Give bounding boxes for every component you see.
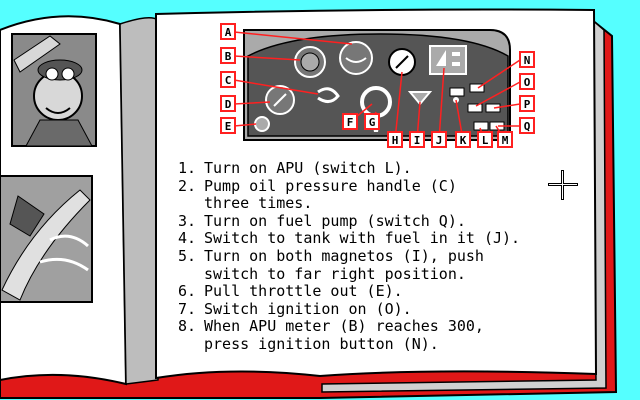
step-text: Switch ignition on (O). xyxy=(204,299,412,318)
callout-label-n: N xyxy=(519,51,535,68)
page-edges xyxy=(321,16,607,393)
step-number: 1. xyxy=(178,159,197,177)
instruction-step: 1. Turn on APU (switch L). xyxy=(178,159,558,178)
svg-text:L: L xyxy=(482,134,489,147)
callout-label-b: B xyxy=(220,47,236,64)
callout-label-c: C xyxy=(220,71,236,88)
step-number: 2. xyxy=(178,176,197,195)
svg-text:A: A xyxy=(225,26,232,39)
callout-label-d: D xyxy=(220,95,236,112)
step-text: Turn on APU (switch L). xyxy=(204,159,412,177)
callout-label-l: L xyxy=(477,131,493,148)
callout-label-q: Q xyxy=(519,117,535,134)
callout-label-p: P xyxy=(519,95,535,112)
svg-text:C: C xyxy=(225,74,232,87)
svg-text:G: G xyxy=(369,116,376,129)
instruction-step: 4. Switch to tank with fuel in it (J). xyxy=(178,230,558,248)
instruction-step: 6. Pull throttle out (E). xyxy=(178,283,558,301)
step-number: 6. xyxy=(178,282,197,301)
svg-text:P: P xyxy=(524,98,531,111)
step-text: When APU meter (B) reaches 300, press ig… xyxy=(204,317,484,353)
callout-label-f: F xyxy=(342,113,358,130)
svg-text:H: H xyxy=(392,134,399,147)
gutter-shadow xyxy=(119,17,159,385)
step-number: 4. xyxy=(178,229,197,248)
callout-label-e: E xyxy=(220,117,236,134)
instruction-step: 5. Turn on both magnetos (I), push switch… xyxy=(178,246,558,283)
svg-text:N: N xyxy=(524,54,531,67)
instruction-step: 2. Pump oil pressure handle (C) three tim… xyxy=(178,176,558,213)
cockpit-panel-diagram xyxy=(243,29,511,141)
instruction-step: 3. Turn on fuel pump (switch Q). xyxy=(178,211,558,231)
step-text: Turn on fuel pump (switch Q). xyxy=(204,211,466,230)
step-number: 8. xyxy=(178,317,197,336)
startup-instructions: 1. Turn on APU (switch L). 2. Pump oil pres… xyxy=(178,159,558,354)
svg-text:O: O xyxy=(524,76,531,89)
step-text: Pump oil pressure handle (C) three times… xyxy=(204,176,457,213)
callout-label-k: K xyxy=(455,131,471,148)
svg-text:E: E xyxy=(225,120,232,133)
svg-text:I: I xyxy=(414,134,421,147)
pilot-illustration xyxy=(11,33,97,147)
step-text: Switch to tank with fuel in it (J). xyxy=(204,229,521,248)
callout-label-a: A xyxy=(220,23,236,40)
callout-label-i: I xyxy=(409,131,425,148)
crosshair-cursor xyxy=(548,170,578,200)
callout-label-o: O xyxy=(519,73,535,90)
svg-text:K: K xyxy=(460,134,467,147)
step-number: 7. xyxy=(178,299,197,318)
step-text: Pull throttle out (E). xyxy=(204,282,403,301)
svg-text:B: B xyxy=(225,50,232,63)
step-text: Turn on both magnetos (I), push switch t… xyxy=(204,246,484,283)
callout-label-g: G xyxy=(364,113,380,130)
svg-text:D: D xyxy=(225,98,232,111)
svg-text:J: J xyxy=(436,134,443,147)
plane-illustration xyxy=(0,175,93,303)
svg-text:M: M xyxy=(502,134,509,147)
step-number: 3. xyxy=(178,211,197,230)
svg-text:Q: Q xyxy=(524,120,531,133)
svg-text:F: F xyxy=(347,116,354,129)
callout-label-j: J xyxy=(431,131,447,148)
callout-label-h: H xyxy=(387,131,403,148)
instruction-step: 7. Switch ignition on (O). xyxy=(178,299,558,319)
callout-label-m: M xyxy=(497,131,513,148)
step-number: 5. xyxy=(178,246,197,265)
instruction-step: 8. When APU meter (B) reaches 300, press … xyxy=(178,317,558,353)
